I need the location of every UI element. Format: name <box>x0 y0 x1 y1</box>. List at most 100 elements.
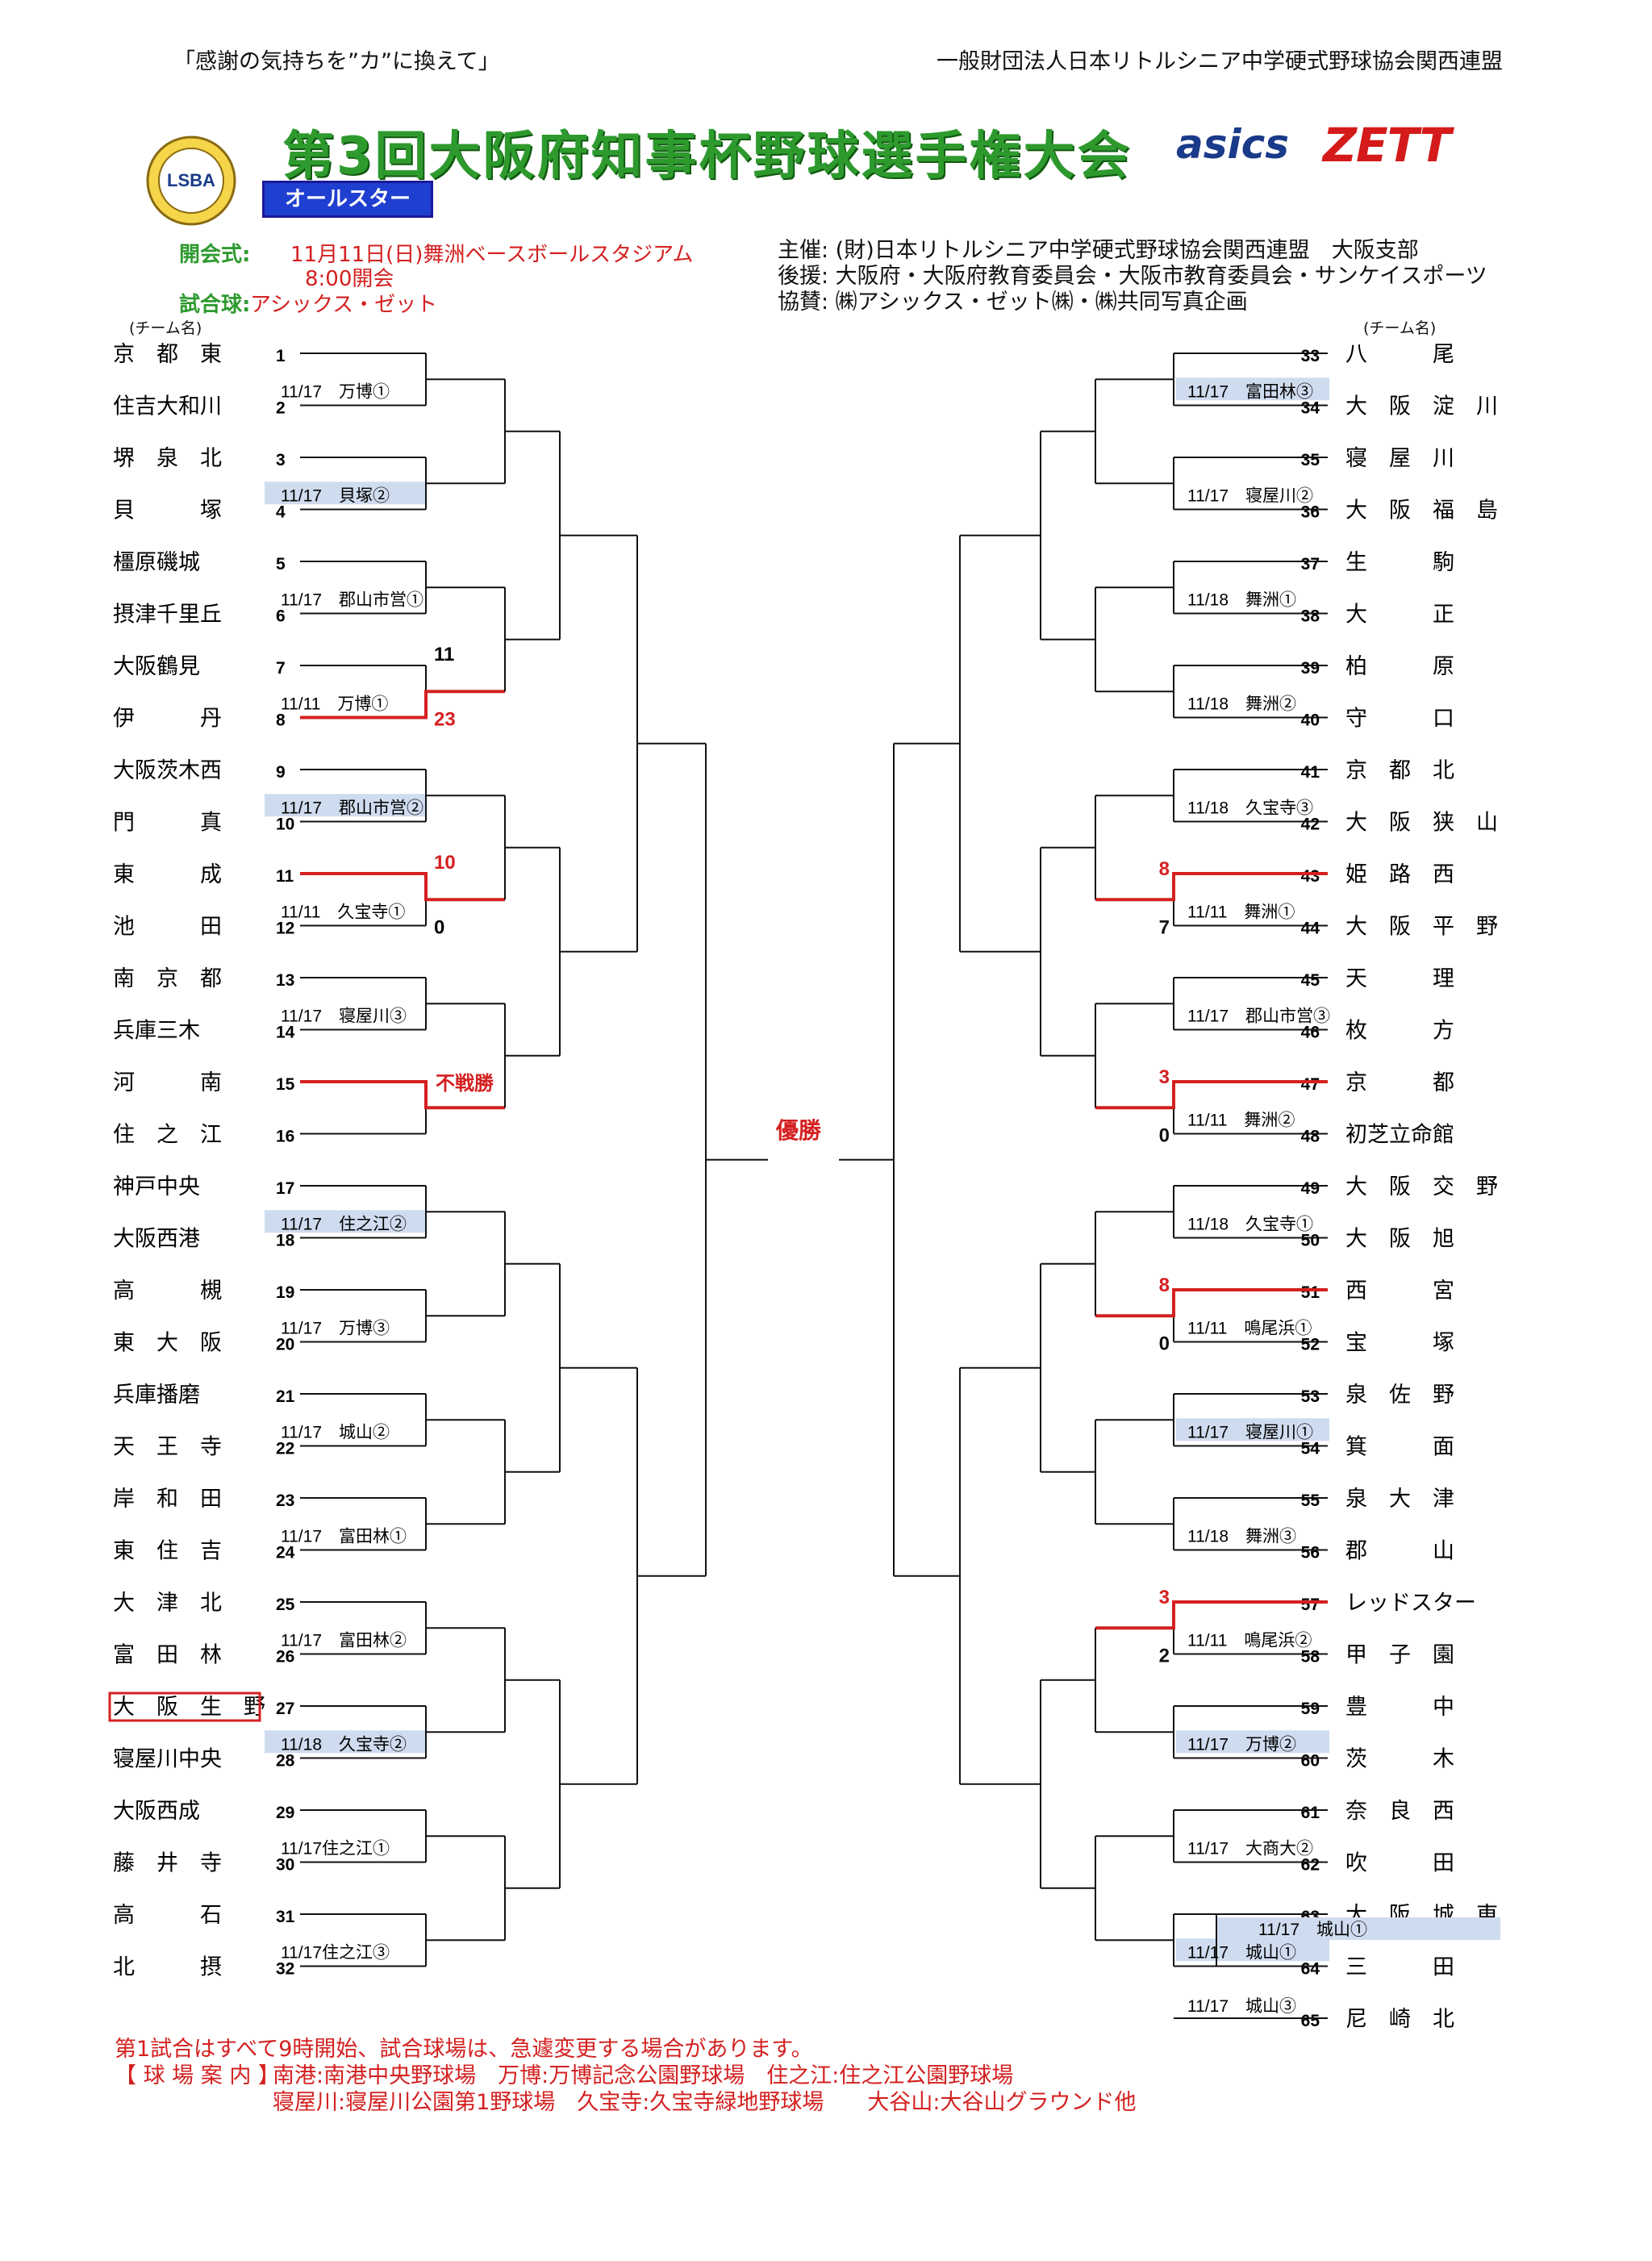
team-name-right: 枚 方 <box>1345 1019 1454 1043</box>
selected-team-box <box>108 1692 261 1722</box>
match-label-right: 11/11 舞洲① <box>1187 903 1295 921</box>
match-label-left: 11/17 富田林② <box>281 1631 407 1650</box>
match-highlight-right <box>1216 1917 1500 1940</box>
match-label-right: 11/18 久宝寺① <box>1187 1215 1313 1233</box>
team-name-left: 南 京 都 <box>113 966 222 991</box>
team-name-left: 伊 丹 <box>113 707 222 731</box>
team-name-left: 貝 塚 <box>113 499 222 523</box>
score-left: 0 <box>434 917 444 939</box>
team-number-left: 2 <box>276 399 286 418</box>
team-number-right: 38 <box>1301 607 1320 626</box>
match-highlight-left <box>265 794 426 817</box>
organization-name: 一般財団法人日本リトルシニア中学硬式野球協会関西連盟 <box>937 49 1503 74</box>
venue-guide-line1: 南港:南港中央野球場 万博:万博記念公園野球場 住之江:住之江公園野球場 <box>273 2063 1014 2088</box>
team-number-left: 28 <box>276 1752 295 1771</box>
match-label-left: 11/17 貝塚② <box>281 486 390 505</box>
match-label-right: 11/11 鳴尾浜① <box>1187 1319 1312 1337</box>
team-number-left: 22 <box>276 1440 294 1458</box>
match-label-left: 11/17 万博① <box>281 382 390 401</box>
match-label-left: 11/17住之江① <box>281 1839 390 1858</box>
opening-label: 開会式: <box>179 243 251 267</box>
team-name-left: 藤 井 寺 <box>113 1851 222 1875</box>
team-name-right: 箕 面 <box>1345 1435 1454 1459</box>
team-number-left: 13 <box>276 971 294 990</box>
team-number-right: 56 <box>1301 1544 1320 1562</box>
team-number-left: 21 <box>276 1387 295 1406</box>
match-highlight-right <box>1176 378 1329 401</box>
team-number-left: 1 <box>276 347 286 365</box>
all-star-badge: オールスター <box>262 181 433 218</box>
team-number-left: 25 <box>276 1596 295 1614</box>
match-label-right: 11/17 富田林③ <box>1187 382 1313 401</box>
match-label-right: 11/17 城山① <box>1187 1943 1296 1962</box>
team-number-right: 62 <box>1301 1856 1320 1875</box>
team-name-left: 大阪鶴見 <box>113 654 200 678</box>
team-name-left: 高 槻 <box>113 1279 222 1303</box>
team-number-right: 36 <box>1301 503 1320 522</box>
team-number-right: 44 <box>1301 920 1320 938</box>
team-number-left: 23 <box>276 1491 294 1510</box>
match-label-right: 11/17 城山① <box>1258 1921 1367 1939</box>
match-highlight-left <box>265 482 426 505</box>
winning-path-right <box>1095 1080 1328 1110</box>
score-right: 8 <box>1159 1274 1170 1296</box>
team-name-left: 神戸中央 <box>113 1174 200 1199</box>
match-highlight-right <box>1176 1730 1329 1754</box>
match-label-right: 11/18 舞洲① <box>1187 590 1296 609</box>
team-name-left: 堺 泉 北 <box>113 446 222 470</box>
match-highlight-right <box>1176 1418 1329 1441</box>
team-header-right: (チーム名) <box>1363 319 1437 337</box>
champion-label: 優勝 <box>776 1117 822 1144</box>
winning-path-left <box>300 690 505 720</box>
team-number-left: 19 <box>276 1283 294 1302</box>
match-label-right: 11/17 寝屋川② <box>1187 486 1313 505</box>
team-name-right: 甲 子 園 <box>1345 1643 1454 1667</box>
team-number-left: 30 <box>276 1856 294 1875</box>
sponsor-line-organizer: 主催: (財)日本リトルシニア中学硬式野球協会関西連盟 大阪支部 <box>778 238 1419 263</box>
team-number-left: 6 <box>276 607 286 626</box>
team-name-right: 大 阪 淀 川 <box>1345 394 1498 419</box>
match-label-left: 11/17 寝屋川③ <box>281 1007 407 1025</box>
match-label-right: 11/17 寝屋川① <box>1187 1423 1313 1441</box>
lsba-logo: LSBA <box>146 136 236 226</box>
team-number-left: 5 <box>276 555 286 574</box>
team-number-right: 48 <box>1301 1128 1320 1146</box>
team-name-right: 泉 佐 野 <box>1345 1383 1454 1407</box>
team-number-right: 41 <box>1301 763 1320 782</box>
match-label-left: 11/17 富田林① <box>281 1527 407 1546</box>
score-right: 7 <box>1159 917 1170 939</box>
team-number-right: 52 <box>1301 1336 1320 1354</box>
team-number-right: 40 <box>1301 711 1320 730</box>
venue-guide-line2: 寝屋川:寝屋川公園第1野球場 久宝寺:久宝寺緑地野球場 大谷山:大谷山グラウンド… <box>273 2090 1137 2115</box>
team-name-right: 大 正 <box>1345 603 1454 627</box>
venue-guide-label: 【 球 場 案 内 】 <box>115 2063 280 2088</box>
match-highlight-left <box>265 1210 426 1233</box>
asics-logo: asics <box>1176 121 1290 168</box>
team-number-right: 57 <box>1301 1596 1320 1614</box>
team-number-left: 20 <box>276 1336 294 1354</box>
score-right: 8 <box>1159 858 1170 880</box>
team-number-left: 31 <box>276 1908 295 1926</box>
match-label-left: 11/17住之江③ <box>281 1943 390 1962</box>
winning-path-right <box>1095 1600 1328 1630</box>
team-number-left: 9 <box>276 763 286 782</box>
team-header-left: (チーム名) <box>129 319 202 337</box>
team-name-left: 大 津 北 <box>113 1591 222 1615</box>
match-label-left: 11/17 万博③ <box>281 1319 390 1337</box>
team-name-right: レッドスター <box>1345 1591 1476 1615</box>
team-number-right: 55 <box>1301 1491 1320 1510</box>
winning-path-left <box>300 1080 505 1110</box>
team-number-left: 29 <box>276 1804 294 1822</box>
match-label-left: 11/17 住之江② <box>281 1215 407 1233</box>
score-right: 3 <box>1159 1066 1170 1088</box>
team-number-right: 64 <box>1301 1960 1320 1979</box>
match-label-left: 11/18 久宝寺② <box>281 1735 407 1754</box>
team-number-left: 18 <box>276 1232 295 1250</box>
team-number-right: 37 <box>1301 555 1320 574</box>
team-name-right: 天 理 <box>1345 966 1454 991</box>
team-name-left: 高 石 <box>113 1903 222 1927</box>
logo-text: LSBA <box>167 170 215 190</box>
zett-logo: ZETT <box>1323 118 1451 173</box>
team-number-right: 43 <box>1301 867 1320 886</box>
